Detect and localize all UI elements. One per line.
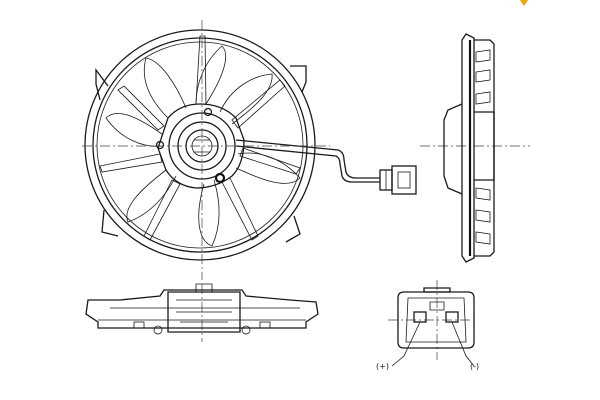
shroud-tab-bottom-left <box>101 209 119 237</box>
shroud-outer-ring <box>84 29 316 261</box>
bottom-motor-block <box>167 291 241 333</box>
leader-positive <box>391 321 421 367</box>
side-motor-core <box>474 111 495 181</box>
shroud-tab-bottom-right <box>285 215 301 243</box>
shroud-rim-ring <box>96 41 304 249</box>
front-view <box>82 20 417 280</box>
side-ribs <box>475 49 491 245</box>
side-view <box>420 33 530 263</box>
side-motor-housing <box>443 103 463 195</box>
side-shroud-outline <box>461 33 475 263</box>
side-shroud-back <box>474 39 495 257</box>
shroud-spokes <box>99 35 301 241</box>
bottom-motor-detail <box>176 283 232 323</box>
connector-inner-wall <box>405 297 467 343</box>
bottom-shroud-inner <box>98 307 306 321</box>
connector-latch <box>423 287 451 293</box>
wire-harness <box>235 139 380 183</box>
leader-negative <box>451 321 475 367</box>
connector-positive-label: (+) <box>376 362 389 371</box>
connector-view: (+) (-) <box>376 280 479 371</box>
connector-negative-label: (-) <box>470 362 479 371</box>
shroud-inner-ring <box>92 37 308 253</box>
bottom-fasteners <box>133 321 271 335</box>
bottom-view <box>85 283 319 342</box>
connector-pin-positive <box>413 311 427 323</box>
connector-housing <box>397 291 475 349</box>
connector-key <box>429 301 445 311</box>
fan-blades <box>105 45 301 247</box>
corner-mark-icon <box>520 0 528 6</box>
wire-plug <box>379 165 417 195</box>
shroud-tab-top-right <box>290 65 307 93</box>
connector-pin-negative <box>445 311 459 323</box>
bottom-shroud-outline <box>85 289 319 329</box>
